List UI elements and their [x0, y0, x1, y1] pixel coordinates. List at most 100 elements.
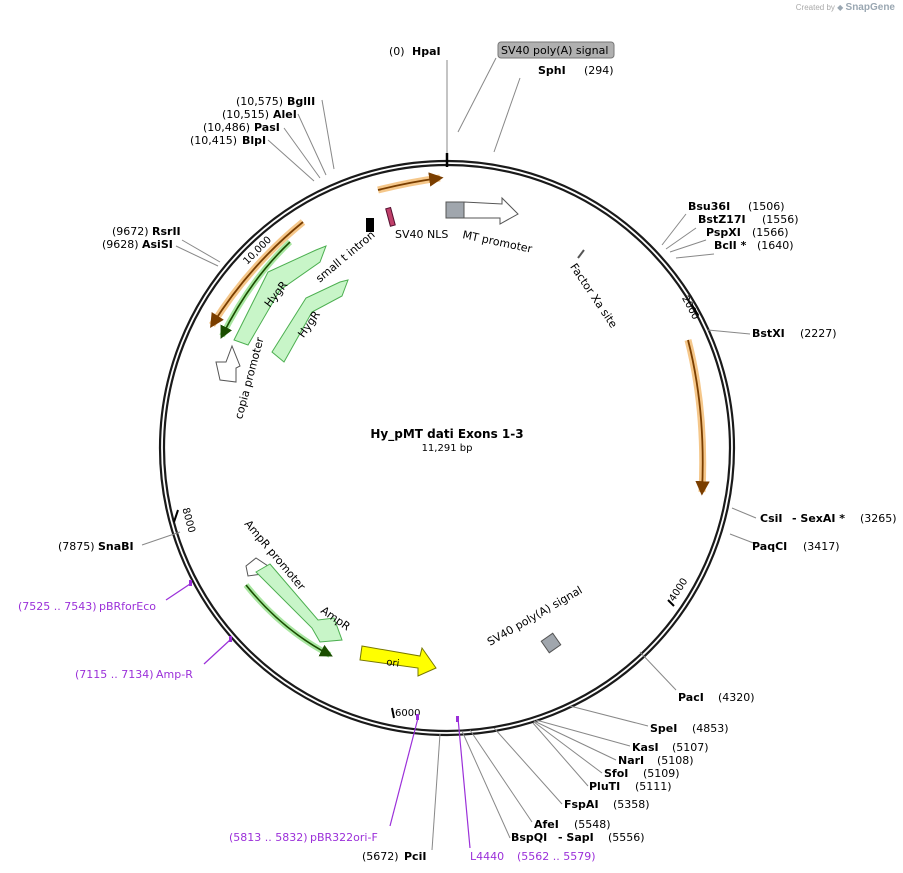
site-name-bglii: BglII [287, 95, 315, 108]
factor-xa-label: Factor Xa site [567, 261, 620, 330]
ori-label: ori [386, 657, 400, 670]
site-name-pluti: PluTI [589, 780, 620, 793]
small-t-intron-marker [366, 218, 374, 232]
primer-mark-pbr322ori-f [416, 714, 419, 720]
orf-arrow-right [687, 339, 710, 496]
site-pos-bglii: (10,575) [236, 95, 283, 108]
site-pos-pasi: (10,486) [203, 121, 250, 134]
primer-name-pbrforeco: pBRforEco [99, 600, 156, 613]
site-name-bspqi: BspQI [511, 831, 547, 844]
site-pos-snabi: (7875) [58, 540, 95, 553]
site-name-paqci: PaqCI [752, 540, 787, 553]
snapgene-branding: Created by ◆ SnapGene [796, 2, 895, 13]
site-name-sapi: - SapI [558, 831, 594, 844]
orf-green-left-line [220, 241, 291, 339]
site-name-asisi: AsiSI [142, 238, 173, 251]
plasmid-name: Hy_pMT dati Exons 1-3 [370, 427, 523, 442]
site-pos-bstz17i: (1556) [762, 213, 799, 226]
site-pos-spei: (4853) [692, 722, 729, 735]
site-name-bstz17i: BstZ17I [698, 213, 746, 226]
primer-range-l4440: (5562 .. 5579) [517, 850, 596, 863]
mt-promoter-label: MT promoter [461, 228, 533, 256]
site-name-fspai: FspAI [564, 798, 599, 811]
sv40-nls-marker [385, 206, 396, 227]
site-name-sfoi: SfoI [604, 767, 628, 780]
small-t-intron-label: small t intron [313, 228, 377, 285]
site-pos-sfoi: (5109) [643, 767, 680, 780]
tick-4000 [667, 599, 675, 607]
primer-name-amp-r: Amp-R [156, 668, 193, 681]
site-name-csii: CsiI [760, 512, 782, 525]
ori-arrow [359, 645, 437, 677]
hygr-arrow-outer [233, 245, 327, 346]
site-name-pasi: PasI [254, 121, 280, 134]
mt-promoter-arrow [463, 196, 519, 225]
site-name-spei: SpeI [650, 722, 677, 735]
site-pos-rsrii: (9672) [112, 225, 149, 238]
orf-arrow-top [377, 172, 444, 191]
primer-mark-l4440 [456, 716, 459, 722]
mt-promoter-box [445, 201, 465, 219]
ampr-arrow [255, 563, 343, 643]
site-pos-fspai: (5358) [613, 798, 650, 811]
sv40-polya-bottom-label: SV40 poly(A) signal [485, 584, 585, 649]
primer-range-pbrforeco: (7525 .. 7543) [18, 600, 97, 613]
site-name-nari: NarI [618, 754, 644, 767]
site-name-hpai: HpaI [412, 45, 441, 58]
branding-name: SnapGene [845, 2, 895, 13]
primer-range-pbr322ori-f: (5813 .. 5832) [229, 831, 308, 844]
primer-mark-amp-r [229, 636, 232, 642]
site-pos-asisi: (9628) [102, 238, 139, 251]
tick-label-6000: 6000 [395, 708, 420, 719]
tick-2000 [691, 304, 699, 316]
site-name-afei: AfeI [534, 818, 559, 831]
site-pos-pluti: (5111) [635, 780, 672, 793]
tick-label-8000: 8000 [179, 507, 196, 534]
site-pos-sphi: (294) [584, 64, 614, 77]
site-pos-bsu36i: (1506) [748, 200, 785, 213]
primer-range-amp-r: (7115 .. 7134) [75, 668, 154, 681]
site-name-sphi: SphI [538, 64, 566, 77]
primer-name-pbr322ori-f: pBR322ori-F [310, 831, 378, 844]
site-name-alei: AleI [273, 108, 297, 121]
plasmid-length: 11,291 bp [422, 443, 473, 454]
factor-xa-marker [577, 249, 585, 259]
site-pos-sexai: (3265) [860, 512, 897, 525]
primer-mark-pbrforeco [189, 580, 192, 586]
branding-prefix: Created by [795, 3, 835, 12]
site-pos-alei: (10,515) [222, 108, 269, 121]
site-pos-paqci: (3417) [803, 540, 840, 553]
site-name-blpi: BlpI [242, 134, 266, 147]
site-pos-kasi: (5107) [672, 741, 709, 754]
site-pos-nari: (5108) [657, 754, 694, 767]
site-name-kasi: KasI [632, 741, 659, 754]
site-name-rsrii: RsrII [152, 225, 181, 238]
site-name-snabi: SnaBI [98, 540, 134, 553]
copia-promoter-arrow [215, 344, 241, 383]
snapgene-logo-icon: ◆ [837, 3, 844, 12]
site-pos-hpai: (0) [389, 45, 405, 58]
hygr-arrow-inner [271, 279, 349, 363]
sv40-polya-bottom-marker [540, 632, 562, 654]
site-pos-pcii: (5672) [362, 850, 399, 863]
site-pos-paci: (4320) [718, 691, 755, 704]
sv40-polya-top-badge [497, 41, 615, 59]
primer-name-l4440: L4440 [470, 850, 504, 863]
site-name-bsu36i: Bsu36I [688, 200, 730, 213]
sv40-polya-top-label: SV40 poly(A) signal [501, 44, 608, 57]
orf-arrow-left [210, 221, 304, 329]
site-name-bstxi: BstXI [752, 327, 785, 340]
site-pos-afei: (5548) [574, 818, 611, 831]
tick-6000 [391, 707, 395, 719]
site-pos-pspxi: (1566) [752, 226, 789, 239]
site-name-pspxi: PspXI [706, 226, 741, 239]
site-pos-bcli: (1640) [757, 239, 794, 252]
tick-8000 [173, 509, 179, 523]
site-name-bcli: BclI * [714, 239, 747, 252]
site-name-sexai: - SexAI * [792, 512, 845, 525]
site-pos-sapi: (5556) [608, 831, 645, 844]
sv40-nls-label: SV40 NLS [395, 228, 448, 241]
site-name-paci: PacI [678, 691, 704, 704]
site-pos-blpi: (10,415) [190, 134, 237, 147]
